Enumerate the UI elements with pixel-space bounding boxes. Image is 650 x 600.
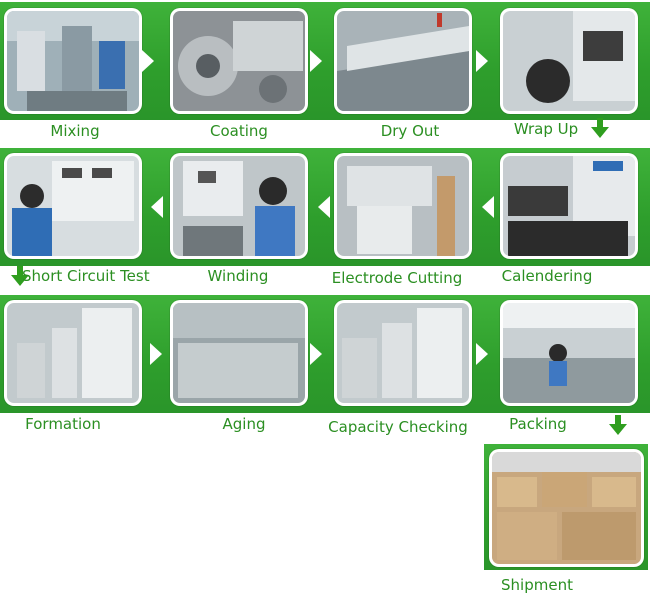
shipment-photo: [489, 449, 644, 567]
step-label-electrode-cutting: Electrode Cutting: [331, 269, 463, 287]
flow-arrow-8: [310, 343, 322, 365]
down-arrow-icon: [591, 118, 609, 138]
flow-arrow-2: [310, 50, 322, 72]
step-label-formation: Formation: [25, 415, 101, 433]
electrode-cutting-photo: [334, 153, 472, 259]
packing-photo: [500, 300, 638, 406]
short-circuit-test-photo: [4, 153, 142, 259]
flow-arrow-4: [151, 196, 163, 218]
winding-photo: [170, 153, 308, 259]
step-label-aging: Aging: [222, 415, 266, 433]
formation-photo: [4, 300, 142, 406]
step-label-packing: Packing: [509, 415, 567, 433]
step-label-dry-out: Dry Out: [380, 122, 440, 140]
flow-arrow-9: [476, 343, 488, 365]
step-label-capacity-checking: Capacity Checking: [328, 418, 468, 436]
capacity-checking-photo: [334, 300, 472, 406]
flow-arrow-3: [476, 50, 488, 72]
step-label-mixing: Mixing: [50, 122, 100, 140]
flow-arrow-1: [142, 50, 154, 72]
step-label-wrap-up: Wrap Up: [513, 120, 579, 138]
step-label-coating: Coating: [210, 122, 268, 140]
down-arrow-icon: [609, 415, 627, 435]
step-label-shipment: Shipment: [501, 576, 573, 594]
wrap-up-photo: [500, 8, 638, 114]
dry-out-photo: [334, 8, 472, 114]
down-arrow-icon: [11, 266, 29, 286]
step-label-winding: Winding: [207, 267, 269, 285]
step-label-calendering: Calendering: [501, 267, 593, 285]
flow-arrow-5: [318, 196, 330, 218]
calendering-photo: [500, 153, 638, 259]
flow-arrow-7: [150, 343, 162, 365]
coating-photo: [170, 8, 308, 114]
mixing-photo: [4, 8, 142, 114]
flow-arrow-6: [482, 196, 494, 218]
step-label-short-circuit-test: Short Circuit Test: [22, 267, 150, 285]
aging-photo: [170, 300, 308, 406]
